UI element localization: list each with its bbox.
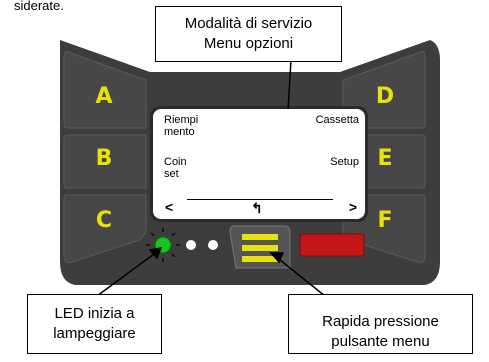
callout-menu-button: Rapida pressione pulsante menu bbox=[288, 294, 473, 354]
red-button bbox=[299, 233, 365, 257]
led-white-1 bbox=[186, 240, 196, 250]
key-a-button bbox=[63, 51, 147, 129]
screen-option-mid-left[interactable]: Coin set bbox=[164, 156, 187, 180]
screen-next-arrow[interactable]: > bbox=[348, 199, 357, 215]
led-white-2 bbox=[208, 240, 218, 250]
key-a-label: A bbox=[95, 84, 113, 109]
key-b-button bbox=[63, 134, 147, 189]
screen-option-top-left[interactable]: Riempi mento bbox=[164, 114, 198, 138]
screen-option-top-right[interactable]: Cassetta bbox=[315, 114, 359, 126]
key-b-label: B bbox=[95, 146, 113, 171]
callout-service-mode-line1: Modalità di servizio bbox=[184, 15, 313, 32]
screen-option-mid-right[interactable]: Setup bbox=[330, 156, 359, 168]
callout-menu-line2: pulsante menu bbox=[331, 333, 430, 350]
key-e-label: E bbox=[377, 146, 393, 171]
callout-led-line2: lampeggiare bbox=[53, 325, 136, 342]
menu-icon bbox=[242, 234, 278, 262]
arrow-menu-callout bbox=[274, 255, 326, 297]
screen-option-top-left-line1: Riempi bbox=[164, 114, 199, 126]
callout-led: LED inizia a lampeggiare bbox=[27, 294, 162, 354]
display-screen: Riempi mento Cassetta Coin set Setup < >… bbox=[153, 109, 365, 219]
top-text-fragment: siderate. bbox=[14, 0, 64, 13]
screen-option-top-left-line2: mento bbox=[164, 126, 195, 138]
callout-led-line1: LED inizia a bbox=[54, 305, 135, 322]
screen-prev-arrow[interactable]: < bbox=[165, 199, 174, 215]
back-icon[interactable]: ↰ bbox=[251, 200, 263, 216]
led-blink-rays bbox=[146, 228, 180, 262]
callout-service-mode-line2: Menu opzioni bbox=[203, 35, 294, 52]
screen-divider-line bbox=[187, 199, 333, 200]
arrow-led-head bbox=[148, 247, 163, 260]
key-c-label: C bbox=[95, 208, 113, 233]
screen-option-mid-left-line2: set bbox=[164, 168, 179, 180]
arrow-menu-head bbox=[269, 252, 285, 264]
key-d-label: D bbox=[375, 84, 395, 109]
callout-menu-line1: Rapida pressione bbox=[322, 313, 439, 330]
key-c-button bbox=[63, 194, 147, 263]
screen-option-mid-left-line1: Coin bbox=[164, 156, 187, 168]
callout-service-mode: Modalità di servizio Menu opzioni bbox=[155, 6, 342, 62]
arrow-led-callout bbox=[96, 250, 159, 297]
key-f-label: F bbox=[377, 208, 393, 233]
